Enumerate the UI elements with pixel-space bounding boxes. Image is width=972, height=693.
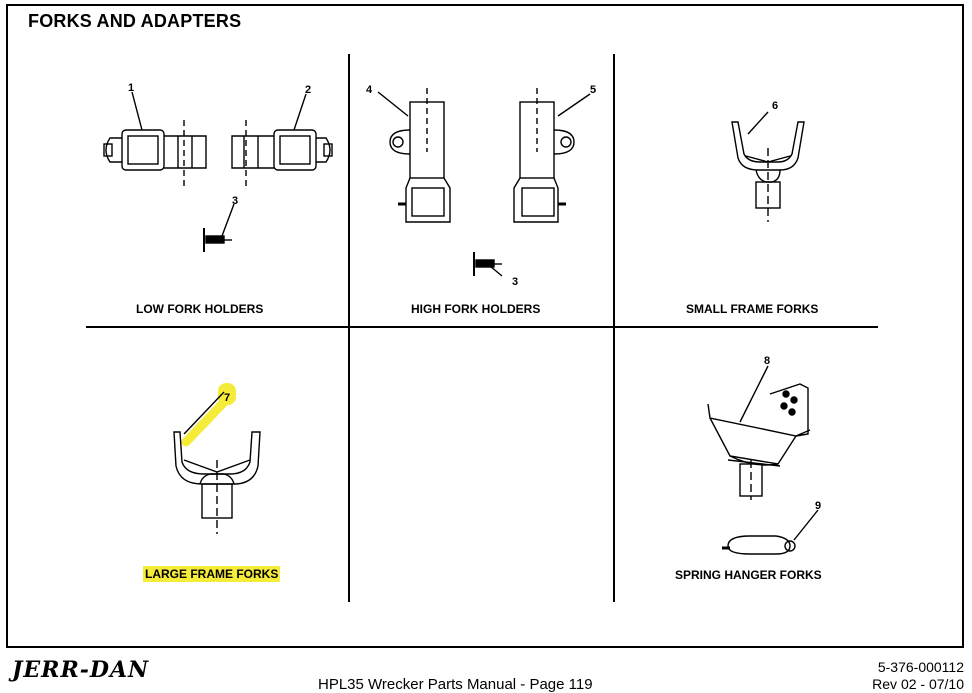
large-frame-fork-illustration <box>173 391 261 534</box>
manual-page-label: HPL35 Wrecker Parts Manual - Page 119 <box>318 676 593 693</box>
spring-hanger-fork-illustration <box>707 365 819 555</box>
callout-3b: 3 <box>512 276 519 288</box>
callout-9: 9 <box>815 500 822 512</box>
grid-divider-right <box>613 54 615 602</box>
document-reference: 5-376-000112 Rev 02 - 07/10 <box>872 659 964 693</box>
jerr-dan-logo: JERR-DAN <box>12 657 150 683</box>
revision: Rev 02 - 07/10 <box>872 676 964 692</box>
caption-small-frame-forks: SMALL FRAME FORKS <box>686 302 819 316</box>
doc-number: 5-376-000112 <box>877 659 964 675</box>
page-frame <box>6 4 964 648</box>
grid-divider-horizontal <box>86 326 878 328</box>
callout-5: 5 <box>590 84 597 96</box>
high-fork-holder-illustration <box>377 88 591 277</box>
caption-spring-hanger-forks: SPRING HANGER FORKS <box>675 568 822 582</box>
callout-2: 2 <box>305 84 312 96</box>
caption-low-fork-holders: LOW FORK HOLDERS <box>136 302 264 316</box>
caption-large-frame-forks: LARGE FRAME FORKS <box>143 566 281 582</box>
page-title: FORKS AND ADAPTERS <box>28 11 242 31</box>
callout-4: 4 <box>366 84 373 96</box>
callout-6: 6 <box>772 100 779 112</box>
callout-8: 8 <box>764 355 771 367</box>
callout-3: 3 <box>232 195 239 207</box>
callout-7: 7 <box>224 392 231 404</box>
low-fork-holder-illustration <box>103 91 333 252</box>
grid-divider-left <box>348 54 350 602</box>
highlight-leader-line <box>181 393 233 447</box>
caption-high-fork-holders: HIGH FORK HOLDERS <box>411 302 541 316</box>
callout-1: 1 <box>128 82 135 94</box>
small-frame-fork-illustration <box>731 111 805 222</box>
